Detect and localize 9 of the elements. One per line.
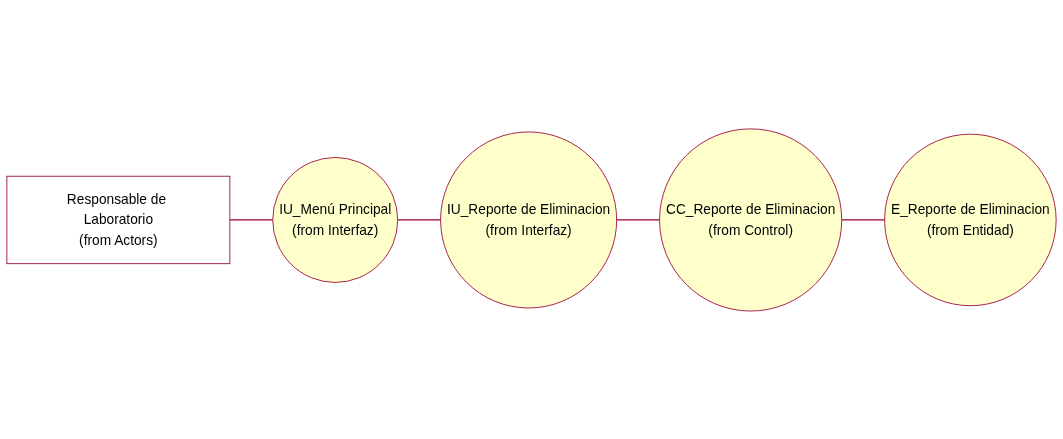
node-circle: IU_Reporte de Eliminacion (from Interfaz): [440, 131, 618, 308]
node-circle: IU_Menú Principal (from Interfaz): [272, 156, 399, 283]
connector: [397, 218, 442, 221]
node-box: Responsable de Laboratorio (from Actors): [6, 175, 231, 264]
node-circle: CC_Reporte de Eliminacion (from Control): [659, 127, 843, 311]
node-circle: E_Reporte de Eliminacion (from Entidad): [884, 133, 1057, 306]
connector: [616, 218, 661, 221]
connector: [229, 218, 274, 221]
connector: [841, 218, 886, 221]
